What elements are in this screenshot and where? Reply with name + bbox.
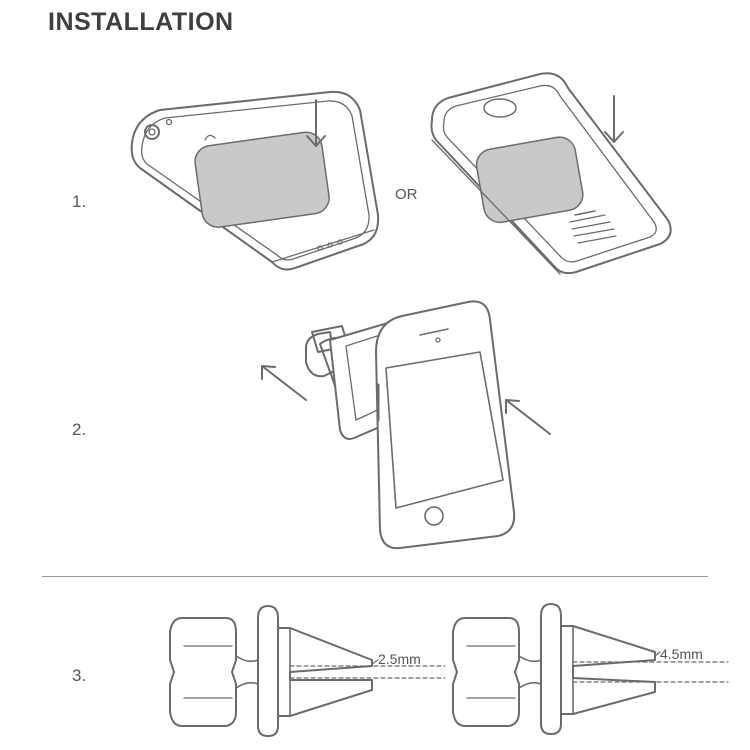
section-divider (42, 576, 708, 577)
phone-front (375, 300, 516, 550)
vent-clip-small-gap (169, 605, 446, 737)
step-3-number: 3. (72, 666, 87, 685)
page-title: INSTALLATION (48, 8, 234, 36)
metal-plate-in-case (475, 136, 584, 224)
arrow-left-up-icon (505, 399, 551, 435)
vent-clip-large-gap (452, 603, 729, 735)
step-2-number: 2. (72, 420, 87, 439)
arrow-down-icon (306, 99, 326, 147)
arrow-down-icon (604, 95, 624, 143)
gap-label-small: 2.5mm (378, 651, 421, 667)
case-with-plate (430, 72, 672, 275)
or-label: OR (395, 186, 418, 203)
arrow-left-up-icon (261, 365, 307, 401)
gap-label-large: 4.5mm (660, 646, 703, 662)
step-1-number: 1. (72, 192, 87, 211)
metal-plate-on-phone (194, 131, 330, 228)
phone-back-with-plate (130, 90, 380, 271)
